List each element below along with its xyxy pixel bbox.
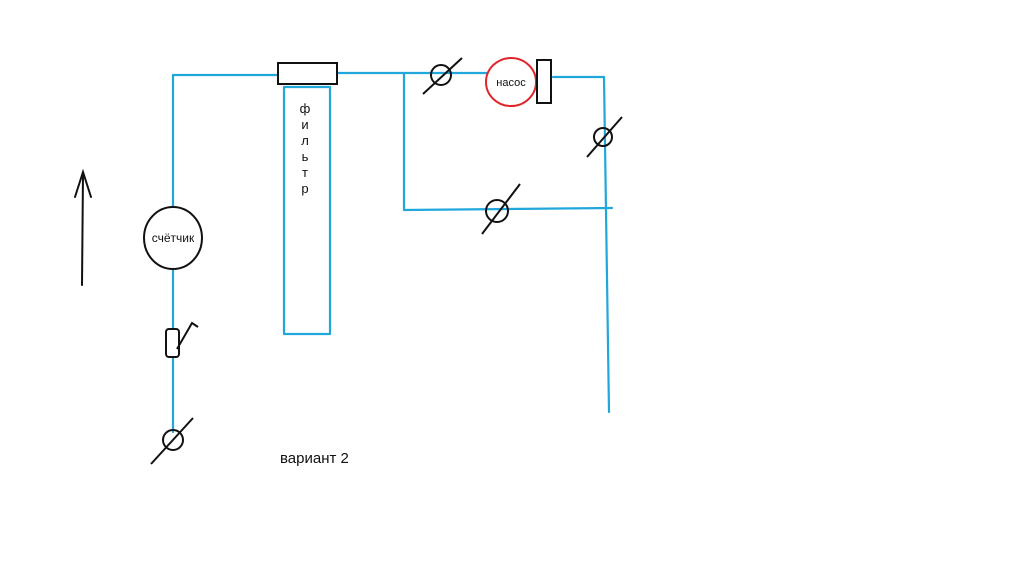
pump-label: насос	[496, 77, 526, 89]
filter-letter: ф	[300, 101, 311, 116]
filter-letter: и	[301, 117, 308, 132]
check-valve-icon	[165, 321, 199, 358]
bypass-pipe	[402, 71, 614, 212]
bypass-valve	[481, 183, 521, 235]
filter-letter: р	[301, 181, 308, 196]
pump-inlet-valve	[422, 57, 463, 95]
pump-outlet-valve	[586, 116, 623, 158]
pump-outlet-pipe	[551, 75, 611, 414]
pump-flange	[536, 59, 552, 104]
filter-letter: л	[301, 133, 309, 148]
diagram-caption: вариант 2	[280, 450, 349, 467]
filter-letter: ь	[302, 149, 309, 164]
water-meter: счётчик	[143, 206, 203, 270]
main-riser-pipe	[171, 73, 280, 210]
inlet-ball-valve	[150, 417, 194, 465]
meter-label: счётчик	[152, 231, 195, 245]
filter-body	[282, 85, 332, 336]
pump: насос	[485, 57, 552, 107]
filter-letter: т	[302, 165, 308, 180]
flow-direction-arrow	[74, 168, 92, 286]
filter-head	[277, 62, 338, 85]
